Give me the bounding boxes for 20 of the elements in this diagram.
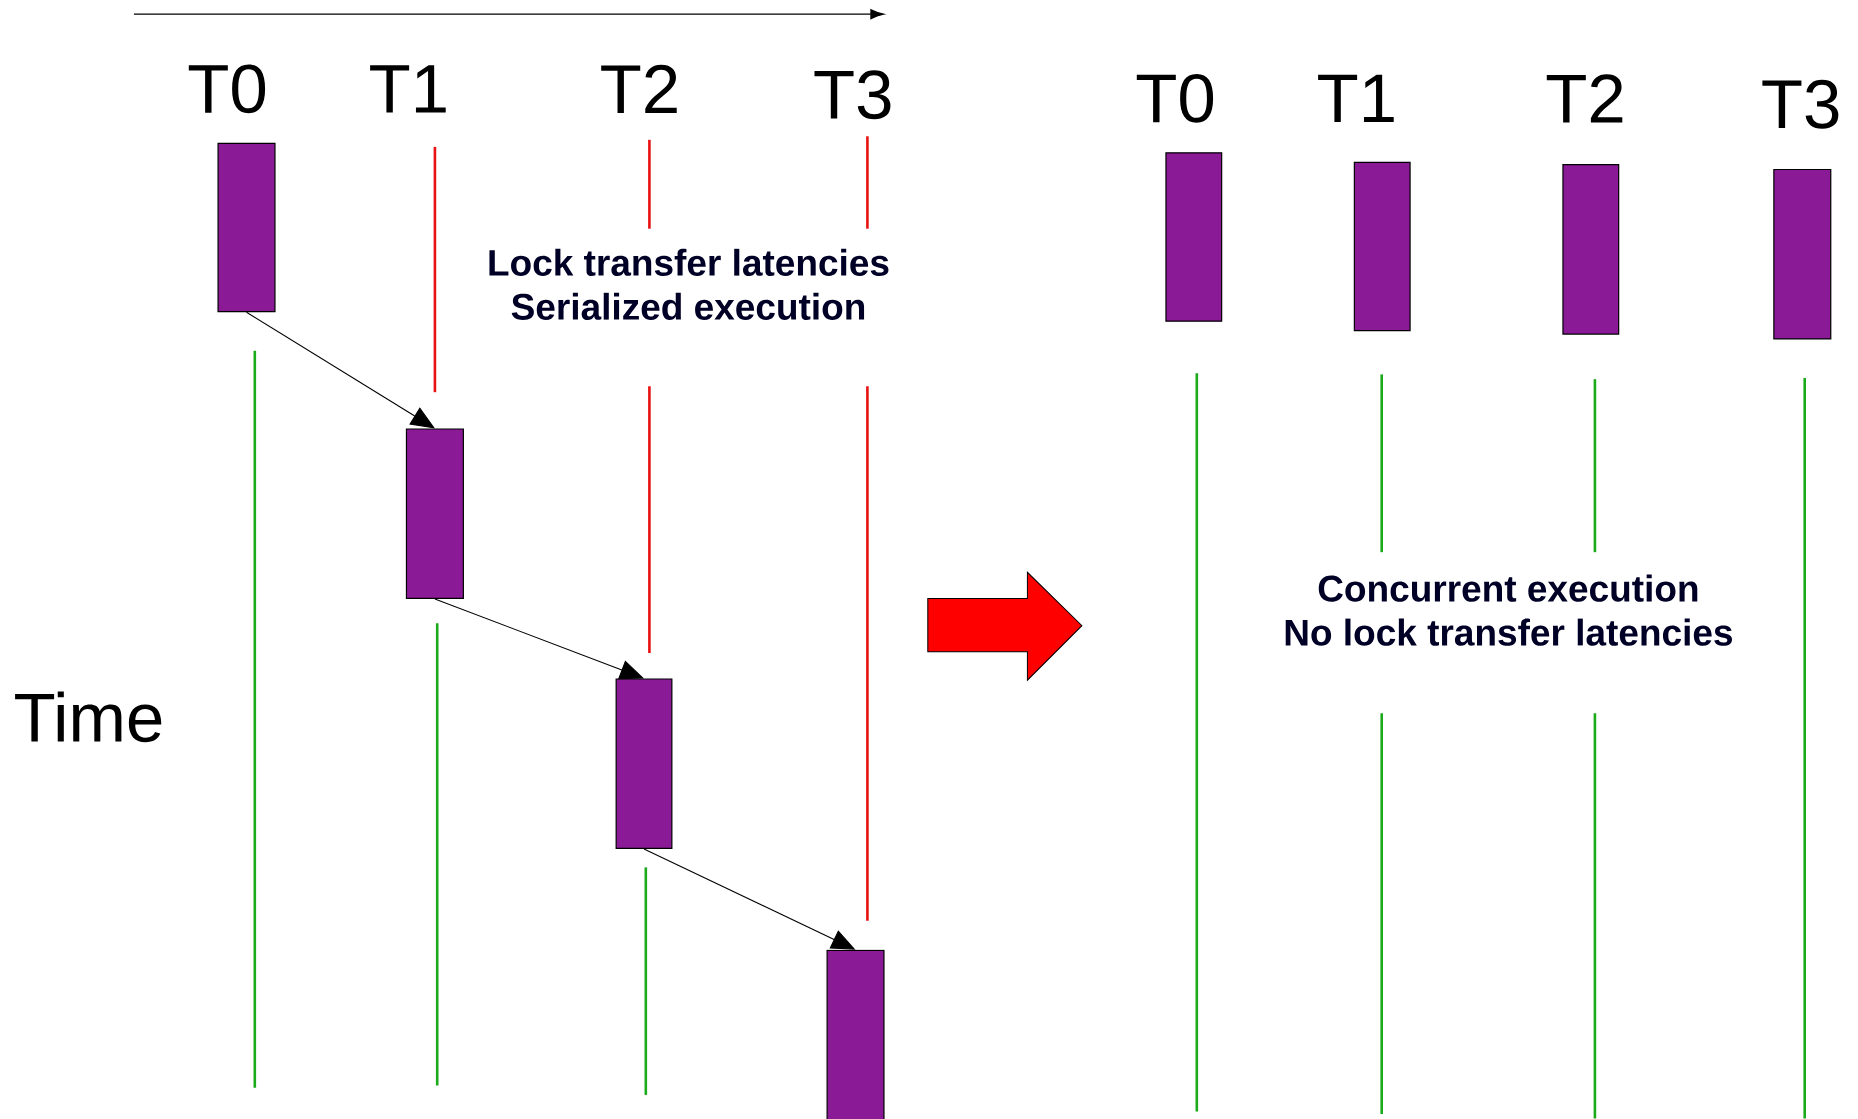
thread-label: Time — [15, 691, 162, 743]
thread-label: T0 — [1136, 73, 1214, 123]
thread-label: T3 — [1762, 79, 1839, 129]
arrow — [434, 598, 644, 680]
arrow — [245, 311, 435, 429]
thread-label: T3 — [814, 70, 891, 120]
execution-block — [405, 428, 464, 599]
execution-block — [1353, 161, 1411, 332]
note: Lock transfer latencies Serialized execution — [489, 248, 889, 320]
note: Concurrent execution No lock transfer latencies — [1285, 574, 1732, 646]
thread-label: T1 — [1318, 74, 1394, 123]
execution-block — [1165, 152, 1223, 322]
thread-label: T2 — [1546, 74, 1623, 123]
execution-block — [1773, 168, 1832, 340]
thread-label: T1 — [370, 65, 446, 113]
execution-block — [217, 142, 276, 313]
execution-block — [826, 949, 885, 1119]
thread-label: T2 — [601, 64, 677, 113]
execution-block — [1562, 164, 1620, 335]
execution-block — [615, 678, 673, 849]
